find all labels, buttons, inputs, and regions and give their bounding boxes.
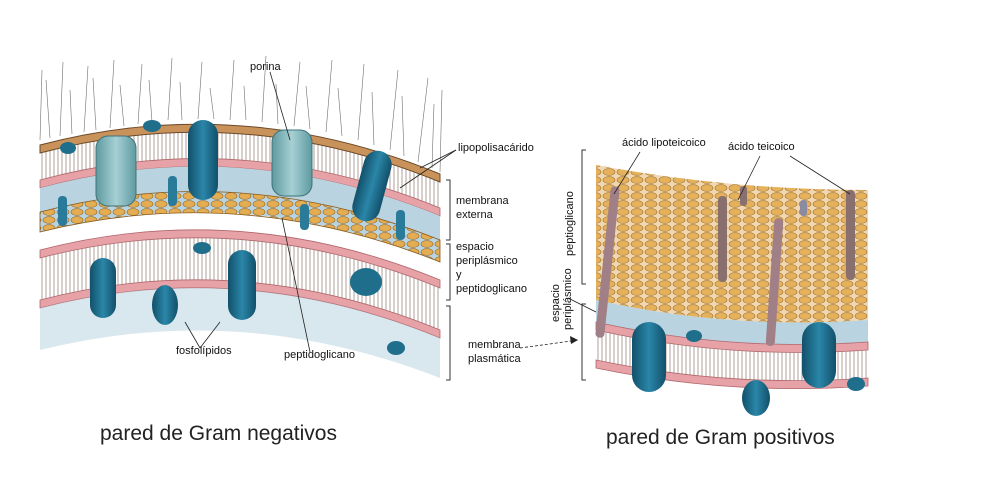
gram-negative-wall — [39, 55, 457, 381]
porin-protein — [95, 135, 137, 207]
label-espacio-line2: periplásmico — [456, 255, 518, 267]
label-espacio-line3: y — [456, 269, 462, 281]
label-membrana-plasmatica-line2: plasmática — [468, 353, 521, 365]
caption-gram-positive: pared de Gram positivos — [606, 426, 835, 449]
label-membrana-externa-line1: membrana — [456, 195, 509, 207]
label-espacio-line4: peptidoglicano — [456, 283, 527, 295]
label-membrana-externa-line2: externa — [456, 209, 493, 221]
label-membrana-plasmatica-line1: membrana — [468, 339, 521, 351]
porin-protein — [271, 129, 313, 197]
label-acido-lipoteicoico: ácido lipoteicoico — [622, 137, 706, 149]
label-porina: porina — [250, 61, 281, 73]
caption-gram-negative: pared de Gram negativos — [100, 422, 337, 445]
label-espacio-vertical-line2: periplásmico — [562, 268, 574, 330]
lipopolysaccharide-chains — [39, 55, 443, 173]
label-fosfolipidos: fosfolípidos — [176, 345, 232, 357]
gram-positive-wall — [519, 149, 869, 416]
label-espacio-line1: espacio — [456, 241, 494, 253]
label-acido-teicoico: ácido teicoico — [728, 141, 795, 153]
label-lipopolisacarido: lipopolisacárido — [458, 142, 534, 154]
label-peptidoglicano: peptidoglicano — [284, 349, 355, 361]
label-peptioglicano-vertical: peptioglicano — [564, 191, 576, 256]
outer-membrane-protein — [188, 120, 218, 200]
label-espacio-vertical-line1: espacio — [550, 284, 562, 322]
